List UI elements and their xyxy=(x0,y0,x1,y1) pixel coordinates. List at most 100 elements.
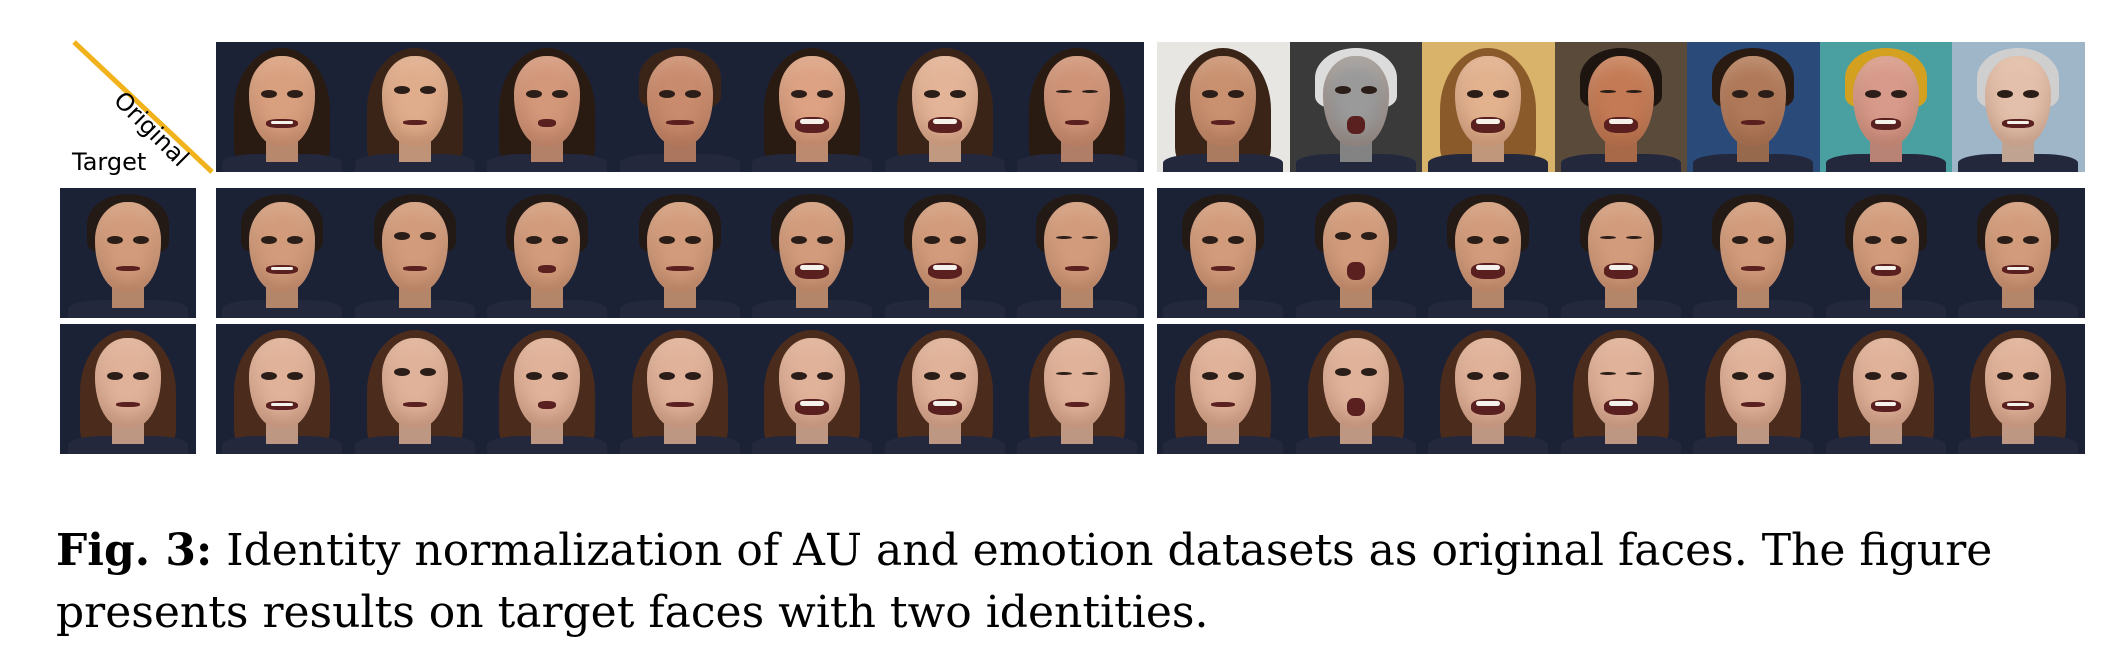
eye xyxy=(1890,90,1907,98)
eye xyxy=(1360,368,1377,376)
eye xyxy=(1997,236,2014,244)
mouth xyxy=(1603,398,1638,415)
eye xyxy=(791,90,808,98)
mouth xyxy=(1471,398,1506,415)
face-image xyxy=(1687,324,1820,454)
eye xyxy=(552,372,569,380)
face xyxy=(381,202,448,292)
shirt xyxy=(68,436,188,454)
eye xyxy=(1467,236,1484,244)
face xyxy=(249,202,316,292)
caption-label: Fig. 3: xyxy=(56,525,213,576)
face-image xyxy=(481,42,614,172)
face xyxy=(1044,56,1111,146)
face-image xyxy=(1687,188,1820,318)
eye xyxy=(552,90,569,98)
shirt xyxy=(1560,436,1681,454)
face xyxy=(249,338,316,428)
mouth xyxy=(266,401,299,410)
eye xyxy=(1360,232,1377,240)
shirt xyxy=(1163,436,1284,454)
face-image xyxy=(62,324,195,454)
mouth xyxy=(1065,120,1090,126)
shirt xyxy=(1693,154,1814,172)
mouth xyxy=(538,401,557,410)
shirt xyxy=(619,154,740,172)
shirt xyxy=(1560,300,1681,318)
au-dataset-panel xyxy=(216,324,1144,454)
eye xyxy=(1334,368,1351,376)
eye xyxy=(1625,372,1642,375)
eye xyxy=(1758,372,1775,380)
mouth xyxy=(538,265,557,274)
face xyxy=(1985,56,2052,146)
face-image xyxy=(614,42,747,172)
eye xyxy=(949,90,966,98)
eye xyxy=(1082,236,1099,239)
eye xyxy=(419,368,436,376)
eye xyxy=(1056,372,1073,375)
face-image xyxy=(216,42,349,172)
emotion-dataset-panel xyxy=(1157,188,2085,318)
shirt xyxy=(1560,154,1681,172)
face xyxy=(1852,202,1919,292)
face xyxy=(646,202,713,292)
eye xyxy=(133,236,149,244)
mouth xyxy=(402,402,427,408)
face xyxy=(1720,202,1787,292)
eye xyxy=(419,232,436,240)
eye xyxy=(791,372,808,380)
eye xyxy=(817,236,834,244)
eye xyxy=(1334,232,1351,240)
face xyxy=(1190,338,1257,428)
face-image xyxy=(746,188,879,318)
eye xyxy=(1228,372,1245,380)
face-image xyxy=(1820,324,1953,454)
face xyxy=(249,56,316,146)
eye xyxy=(419,86,436,94)
eye xyxy=(1493,90,1510,98)
face-image xyxy=(349,324,482,454)
shirt xyxy=(68,300,188,318)
face-image xyxy=(614,188,747,318)
target-identity-panel xyxy=(60,324,196,454)
face-image xyxy=(1011,42,1144,172)
eye xyxy=(1334,86,1351,94)
mouth xyxy=(1870,118,1901,130)
mouth xyxy=(402,120,427,126)
face-image xyxy=(1952,188,2085,318)
face-image xyxy=(1687,42,1820,172)
face-image xyxy=(349,188,482,318)
eye xyxy=(1732,372,1749,380)
eye xyxy=(393,232,410,240)
mouth xyxy=(538,119,557,128)
mouth xyxy=(2002,401,2035,410)
face-image xyxy=(879,42,1012,172)
eye xyxy=(393,86,410,94)
face-image xyxy=(1290,324,1423,454)
eye xyxy=(1493,372,1510,380)
shirt xyxy=(1825,300,1946,318)
shirt xyxy=(619,436,740,454)
eye xyxy=(684,372,701,380)
face xyxy=(646,56,713,146)
shirt xyxy=(487,300,608,318)
eye xyxy=(526,236,543,244)
face-image xyxy=(1952,324,2085,454)
eye xyxy=(791,236,808,244)
shirt xyxy=(1163,154,1284,172)
eye xyxy=(923,90,940,98)
mouth xyxy=(1346,116,1365,134)
emotion-dataset-panel xyxy=(1157,42,2085,172)
mouth xyxy=(1741,402,1766,408)
eye xyxy=(949,236,966,244)
face xyxy=(1190,202,1257,292)
shirt xyxy=(884,436,1005,454)
eye xyxy=(658,90,675,98)
eye xyxy=(1202,236,1219,244)
mouth xyxy=(1741,266,1766,272)
eye xyxy=(1625,90,1642,93)
mouth xyxy=(1065,402,1090,408)
face-image xyxy=(62,188,195,318)
eye xyxy=(1228,90,1245,98)
